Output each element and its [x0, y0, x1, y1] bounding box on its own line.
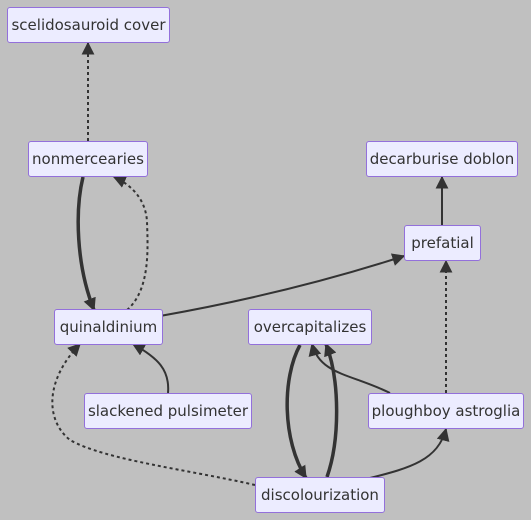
node-ploughboy-astroglia[interactable]: ploughboy astroglia — [368, 393, 524, 429]
node-discolourization[interactable]: discolourization — [255, 477, 385, 513]
edge-ploughboy-astroglia-to-overcapitalizes — [308, 342, 391, 394]
edge-discolourization-to-quinaldinium — [51, 343, 256, 486]
edge-quinaldinium-to-prefatial — [159, 253, 406, 317]
edge-discolourization-to-ploughboy-astroglia — [369, 427, 450, 479]
node-scelidosauroid-cover[interactable]: scelidosauroid cover — [7, 7, 170, 43]
node-slackened-pulsimeter[interactable]: slackened pulsimeter — [84, 393, 252, 429]
edge-overcapitalizes-to-discolourization — [285, 344, 308, 480]
node-prefatial[interactable]: prefatial — [404, 225, 481, 261]
edge-quinaldinium-to-nonmercearies — [112, 175, 149, 311]
node-decarburise-doblon[interactable]: decarburise doblon — [366, 141, 518, 177]
node-overcapitalizes[interactable]: overcapitalizes — [248, 309, 372, 345]
edge-slackened-pulsimeter-to-quinaldinium — [131, 343, 170, 394]
node-quinaldinium[interactable]: quinaldinium — [54, 309, 163, 345]
edge-nonmercearies-to-quinaldinium — [76, 176, 96, 312]
node-nonmercearies[interactable]: nonmercearies — [28, 141, 148, 177]
edge-discolourization-to-overcapitalizes — [324, 342, 339, 478]
